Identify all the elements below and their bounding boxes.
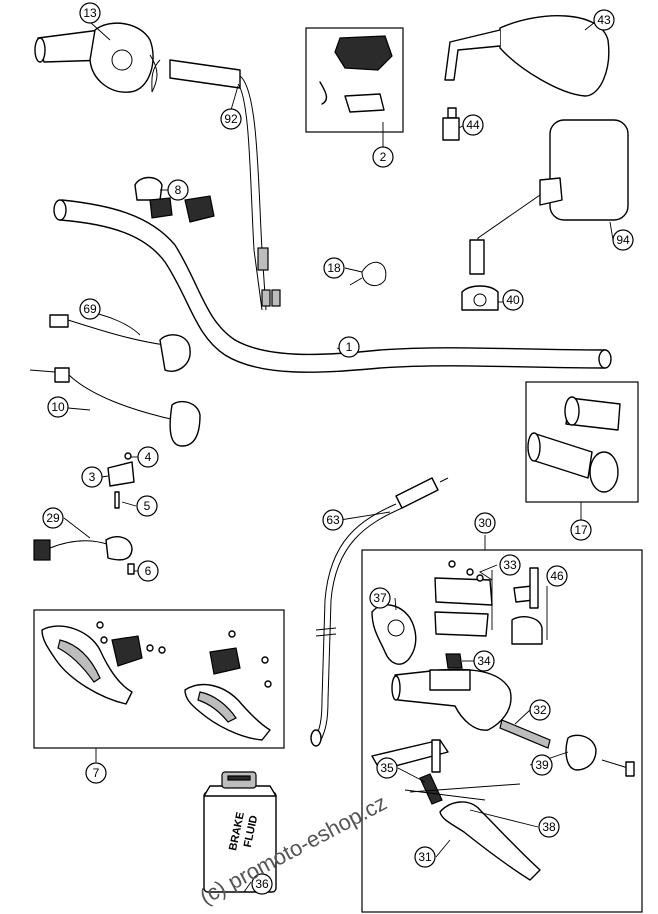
callout-63-label: 63 [326, 513, 340, 527]
callout-3: 3 [81, 466, 103, 488]
callout-46-label: 46 [550, 569, 564, 583]
mirror-left [469, 119, 629, 275]
callout-43: 43 [593, 9, 615, 31]
callout-6: 6 [137, 560, 159, 582]
callout-44-label: 44 [466, 118, 480, 132]
callout-33: 33 [499, 554, 521, 576]
callout-33-label: 33 [503, 558, 517, 572]
callout-35-label: 35 [380, 761, 394, 775]
callout-92-label: 92 [224, 112, 238, 126]
callout-43-label: 43 [597, 13, 611, 27]
handguard-kit-box [33, 609, 285, 749]
callout-31: 31 [414, 846, 436, 868]
callout-69-label: 69 [83, 302, 97, 316]
callout-10-label: 10 [51, 400, 65, 414]
callout-8: 8 [167, 179, 189, 201]
callout-7: 7 [85, 762, 107, 784]
switch-bracket-parts [107, 452, 135, 509]
grips-box [525, 381, 639, 503]
callout-29-label: 29 [46, 511, 60, 525]
callout-5: 5 [136, 495, 158, 517]
callout-39: 39 [531, 754, 553, 776]
callout-37-label: 37 [373, 591, 387, 605]
callout-37: 37 [369, 587, 391, 609]
mirror-right [444, 15, 610, 97]
callout-94: 94 [612, 229, 634, 251]
callout-13: 13 [79, 2, 101, 24]
callout-94-label: 94 [616, 233, 630, 247]
callout-4-label: 4 [145, 450, 152, 464]
handlebar [53, 199, 612, 373]
callout-34: 34 [473, 650, 495, 672]
callout-39-label: 39 [535, 758, 549, 772]
mirror-clamp [461, 285, 499, 311]
callout-4: 4 [137, 446, 159, 468]
callout-6-label: 6 [145, 564, 152, 578]
callout-18: 18 [323, 257, 345, 279]
callout-8-label: 8 [175, 183, 182, 197]
callout-30-label: 30 [478, 516, 492, 530]
callout-40: 40 [502, 289, 524, 311]
callout-32-label: 32 [533, 703, 547, 717]
callout-46: 46 [546, 565, 568, 587]
callout-38: 38 [538, 816, 560, 838]
callout-17-label: 17 [574, 523, 588, 537]
callout-5-label: 5 [144, 499, 151, 513]
clutch-switch-harness [33, 536, 135, 575]
callout-34-label: 34 [477, 654, 491, 668]
leader-lines [63, 21, 614, 893]
callout-1: 1 [338, 336, 360, 358]
callout-2: 2 [372, 146, 394, 168]
callout-13-label: 13 [83, 6, 97, 20]
callout-63: 63 [322, 509, 344, 531]
callout-36: 36 [251, 873, 273, 895]
callout-35: 35 [376, 757, 398, 779]
callout-92: 92 [220, 108, 242, 130]
callout-29: 29 [42, 507, 64, 529]
clutch-cable [310, 477, 449, 747]
callout-18-label: 18 [327, 261, 341, 275]
throttle-grip-assembly [34, 22, 158, 93]
mirror-adapter-bolt [442, 107, 460, 141]
callout-30: 30 [474, 512, 496, 534]
brake-fluid-can [203, 771, 277, 893]
handlebar-switch-harness [29, 367, 201, 447]
callout-31-label: 31 [418, 850, 432, 864]
callout-69: 69 [79, 298, 101, 320]
callout-2-label: 2 [380, 150, 387, 164]
callout-32: 32 [529, 699, 551, 721]
callout-10: 10 [47, 396, 69, 418]
clutch-master-cylinder-box [361, 549, 643, 913]
callout-38-label: 38 [542, 820, 556, 834]
cable-tie [349, 261, 387, 287]
callout-1-label: 1 [346, 340, 353, 354]
start-switch-harness [49, 314, 191, 372]
callout-44: 44 [462, 114, 484, 136]
callout-40-label: 40 [506, 293, 520, 307]
callout-7-label: 7 [93, 766, 100, 780]
callout-17: 17 [570, 519, 592, 541]
throttle-cables [151, 59, 281, 311]
kill-switch-cover-box [305, 27, 404, 133]
callout-36-label: 36 [255, 877, 269, 891]
choke-lever [134, 176, 215, 223]
callout-3-label: 3 [89, 470, 96, 484]
